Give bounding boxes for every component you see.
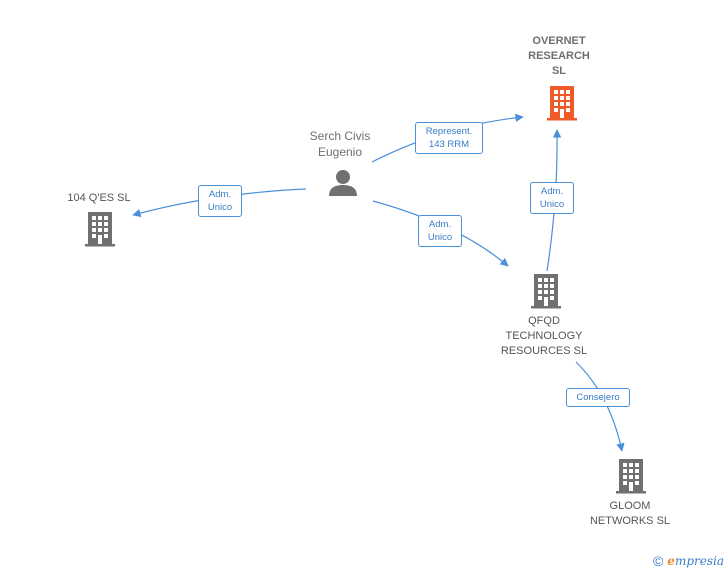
building-icon[interactable]: [615, 458, 647, 499]
node-label-serch[interactable]: Serch Civis Eugenio: [309, 129, 371, 159]
copyright-symbol: ©: [652, 553, 664, 569]
edge-label-consejero[interactable]: Consejero: [566, 388, 630, 407]
building-icon[interactable]: [530, 273, 562, 314]
node-label-overnet[interactable]: OVERNET RESEARCH SL: [528, 35, 590, 77]
building-icon[interactable]: [84, 211, 116, 252]
node-label-qes[interactable]: 104 Q'ES SL: [67, 192, 131, 204]
edge-label-adm-overnet[interactable]: Adm. Unico: [530, 182, 574, 214]
empresia-watermark: © empresia: [653, 553, 724, 569]
edge-label-represent[interactable]: Represent. 143 RRM: [415, 122, 483, 154]
brand-name: mpresia: [674, 554, 724, 568]
brand-initial: e: [667, 554, 675, 568]
node-label-gloom[interactable]: GLOOM NETWORKS SL: [589, 500, 671, 527]
person-icon[interactable]: [328, 168, 358, 203]
building-icon[interactable]: [546, 85, 578, 126]
brand-logo: empresia: [667, 554, 724, 568]
edge-label-adm-qes[interactable]: Adm. Unico: [198, 185, 242, 217]
node-label-qfqd[interactable]: QFQD TECHNOLOGY RESOURCES SL: [500, 315, 588, 357]
edge-label-adm-qfqd[interactable]: Adm. Unico: [418, 215, 462, 247]
